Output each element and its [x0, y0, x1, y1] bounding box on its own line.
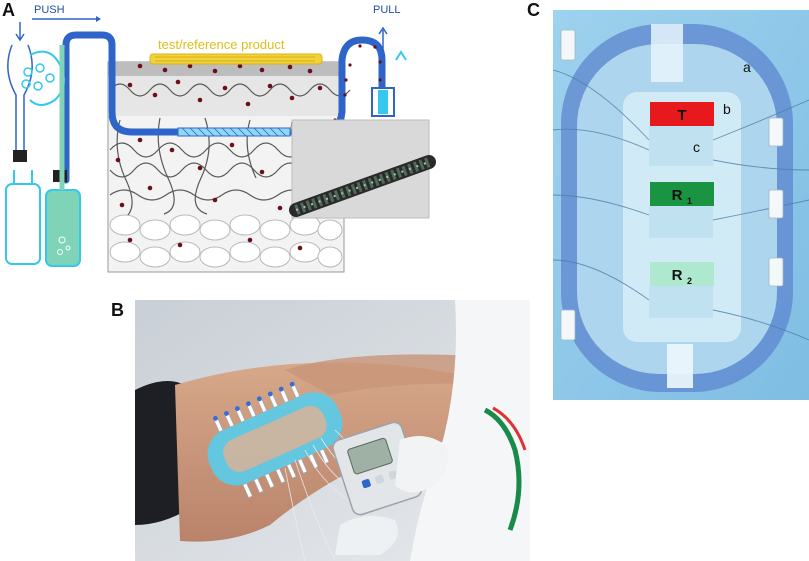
- microperfusion-patch: [207, 381, 343, 499]
- callout-c: c: [693, 139, 700, 155]
- perfusion-pump: [5, 22, 81, 267]
- push-indicator: PUSH: [32, 4, 101, 22]
- label-r2-subscript: 2: [687, 276, 692, 286]
- label-r1: [650, 182, 714, 206]
- product-layer: test/reference product: [149, 37, 323, 65]
- label-t: [650, 102, 714, 126]
- pull-label: PULL: [373, 4, 401, 16]
- push-label: PUSH: [34, 4, 65, 16]
- panel-a-letter: A: [2, 0, 15, 20]
- panel-a: A: [0, 0, 450, 285]
- microperfusion-diagram: test/reference product: [5, 4, 436, 273]
- label-r1-text: R: [672, 187, 683, 204]
- gloved-hand-left: [335, 516, 398, 555]
- connectors: [560, 29, 784, 341]
- lab-coat: [410, 300, 530, 561]
- callout-b: b: [723, 101, 731, 117]
- leg-application-photo: [135, 300, 530, 561]
- pump-device: [332, 421, 423, 516]
- sample-collector: [371, 26, 407, 117]
- membrane-area-r2: [649, 286, 713, 318]
- mesh-zoom-inset: [289, 119, 436, 219]
- tubing: [553, 69, 809, 341]
- pull-indicator: PULL: [373, 4, 401, 16]
- panel-b: B: [111, 300, 530, 561]
- membrane-area-r1: [649, 206, 713, 238]
- label-r2: [650, 262, 714, 286]
- panel-c-letter: C: [527, 0, 540, 20]
- panel-c: C: [527, 0, 809, 400]
- label-r2-text: R: [672, 267, 683, 284]
- inlet-tube: [62, 31, 294, 184]
- label-r1-subscript: 1: [687, 196, 692, 206]
- callout-a: a: [743, 59, 751, 75]
- product-label: test/reference product: [158, 37, 285, 52]
- panel-b-letter: B: [111, 300, 124, 320]
- patch-closeup-photo: T R 1 R 2 a b c: [553, 10, 809, 400]
- membrane-area-t: [649, 126, 713, 166]
- label-t-text: T: [677, 107, 686, 124]
- gloved-hand-right: [395, 436, 449, 493]
